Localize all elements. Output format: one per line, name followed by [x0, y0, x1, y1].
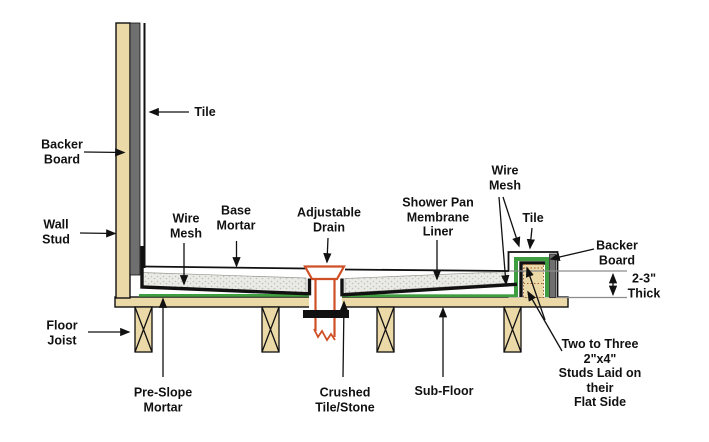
leader-curb-studs-a: [527, 290, 563, 352]
leader-adjustable-drain: [323, 237, 332, 264]
membrane-liner-left: [140, 246, 312, 296]
curb-liner-green-wrap: [514, 257, 549, 297]
drain-coupling: [303, 310, 349, 318]
leader-wire-mesh-curb-a: [502, 196, 521, 248]
leader-backer-board-left: [83, 148, 126, 157]
curb-backer-board-shape: [549, 253, 556, 298]
leader-tile-curb: [526, 227, 536, 250]
leader-wire-mesh-curb-b: [498, 196, 510, 286]
curb-membrane-wrap: [519, 261, 545, 297]
wall-backer-board-shape: [129, 22, 141, 276]
drain-subfloor-opening: [309, 278, 342, 311]
floor-joist-shape: [503, 306, 522, 353]
drain-group: [303, 265, 349, 342]
floor-tile-line-left: [143, 265, 306, 270]
drain-flange: [303, 265, 346, 281]
floor-joist-shapes: [134, 306, 522, 353]
wall-stud-shape: [115, 22, 131, 299]
drain-pipe-break: [313, 328, 336, 342]
floor-joist-shape: [134, 306, 153, 353]
liner-green-left: [139, 294, 309, 297]
floor-joist-shape: [376, 306, 395, 353]
floor-joist-shape: [261, 306, 280, 353]
leader-crushed-tile-stone: [339, 300, 349, 378]
floor-tile-line-right: [344, 268, 510, 272]
curb-tile-outline: [507, 251, 559, 298]
leader-backer-board-curb: [549, 248, 595, 262]
leaders: [79, 107, 595, 378]
leader-curb-studs-b: [525, 266, 546, 321]
curb-studs-shape: [523, 264, 544, 298]
leader-wall-stud: [79, 229, 117, 238]
liner-green-right: [342, 294, 517, 298]
membrane-liner-right: [340, 278, 518, 297]
